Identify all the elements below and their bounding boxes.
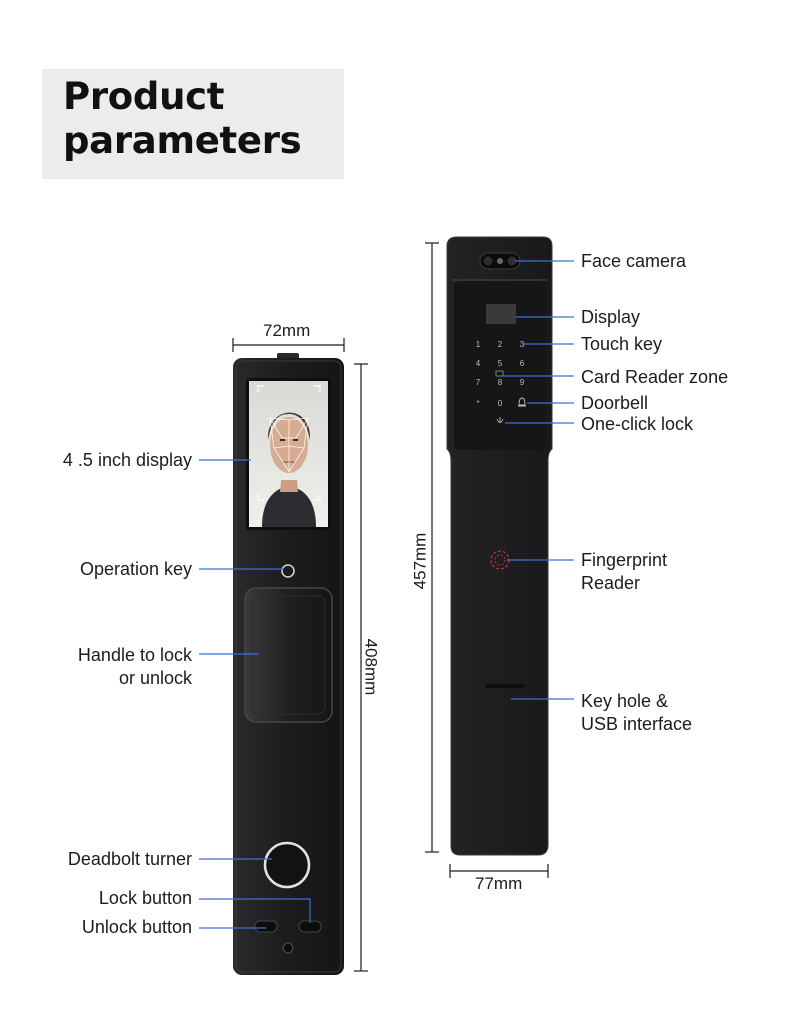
side-height-label: 457mm — [410, 532, 430, 590]
fingerprint-label-line-2: Reader — [581, 573, 641, 593]
front-dimension-lines — [232, 338, 368, 972]
title-line-2: parameters — [63, 119, 302, 162]
operation-key-label: Operation key — [79, 559, 192, 579]
front-lock — [233, 353, 344, 975]
keypad-key[interactable]: 9 — [520, 378, 525, 387]
keypad-key[interactable]: * — [476, 399, 479, 408]
keypad-key[interactable]: 4 — [476, 359, 481, 368]
face-photo — [257, 385, 321, 527]
keypad-key[interactable]: 5 — [498, 359, 503, 368]
deadbolt-turner[interactable] — [263, 841, 311, 889]
keypad-key[interactable]: 6 — [520, 359, 525, 368]
side-leader-lines — [500, 260, 574, 700]
keypad-key[interactable]: 0 — [498, 399, 503, 408]
operation-key[interactable] — [281, 564, 295, 578]
unlock-button[interactable] — [254, 920, 278, 933]
deadbolt-label: Deadbolt turner — [67, 849, 192, 869]
side-width-label: 77mm — [475, 874, 523, 893]
one-click-lock-label: One-click lock — [581, 414, 694, 434]
handle[interactable] — [244, 587, 333, 723]
title-line-1: Product — [63, 75, 225, 118]
side-lock: 1 2 3 4 5 6 7 8 9 * 0 — [446, 236, 553, 856]
card-reader-label: Card Reader zone — [581, 367, 729, 387]
one-click-lock-icon[interactable] — [496, 417, 504, 423]
keypad-key[interactable]: 7 — [476, 378, 481, 387]
camera-lens-left — [483, 256, 493, 266]
keypad-key[interactable]: 8 — [498, 378, 503, 387]
touch-key-label: Touch key — [581, 334, 663, 354]
lock-button-label: Lock button — [98, 888, 192, 908]
face-camera-label: Face camera — [581, 251, 687, 271]
side-dimension-lines — [425, 242, 549, 878]
keypad-key[interactable]: 2 — [498, 340, 503, 349]
bottom-keyhole — [282, 942, 294, 954]
front-lock-bevel — [235, 360, 342, 973]
fingerprint-inner — [494, 554, 506, 566]
unlock-button-label: Unlock button — [81, 917, 192, 937]
front-height-label: 408mm — [361, 638, 381, 696]
camera-lens-right — [507, 256, 517, 266]
handle-label-line-1: Handle to lock — [77, 645, 192, 665]
card-reader-icon — [495, 370, 504, 377]
title-box: Product parameters — [42, 69, 344, 179]
side-display-label: Display — [581, 307, 641, 327]
front-leader-lines — [199, 459, 311, 929]
keyhole-label-line-2: USB interface — [581, 714, 693, 734]
handle-label-line-2: or unlock — [118, 668, 192, 688]
camera-lens-center — [497, 258, 503, 264]
handle-inner — [251, 595, 326, 715]
keypad-key[interactable]: 1 — [476, 340, 481, 349]
fingerprint-label-line-1: Fingerprint — [581, 550, 668, 570]
display-label: 4 .5 inch display — [62, 450, 192, 470]
doorbell-icon[interactable] — [518, 397, 526, 407]
keyhole-label-line-1: Key hole & — [581, 691, 669, 711]
doorbell-label: Doorbell — [581, 393, 649, 413]
key-hole — [485, 684, 525, 688]
front-width-label: 72mm — [263, 321, 311, 340]
side-keypad-panel — [454, 281, 546, 450]
side-display — [486, 304, 516, 324]
